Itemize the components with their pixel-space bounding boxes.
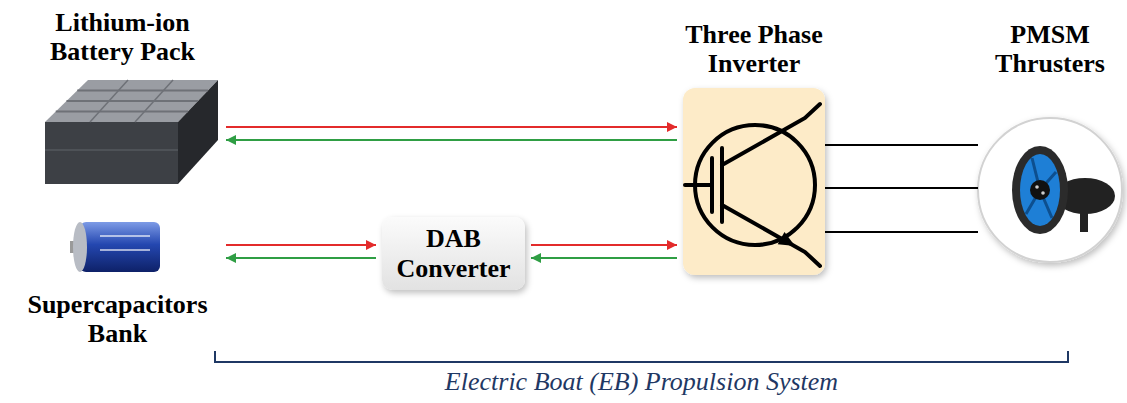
battery-node: Lithium-ion Battery Pack [25, 6, 220, 190]
capacitor-body [80, 222, 160, 272]
thruster-hub-bolt [1041, 191, 1045, 195]
battery-cell-row [77, 90, 208, 92]
igbt-symbol [685, 104, 820, 266]
igbt-collector [722, 104, 820, 165]
thruster-blades [1020, 154, 1060, 226]
phase-wire [825, 231, 978, 233]
inverter-box [683, 88, 825, 275]
supercapacitor-node: Supercapacitors Bank [15, 210, 220, 352]
converter-box: DAB Converter [382, 217, 525, 290]
battery-side [178, 80, 218, 184]
phase-wire [825, 144, 978, 146]
thruster-fin [1080, 206, 1088, 232]
igbt-emitter [722, 205, 820, 266]
node-heading: Three Phase Inverter [659, 20, 849, 78]
igbt-gate [710, 158, 714, 212]
power-flow-arrow [531, 244, 677, 246]
thruster-circle [978, 118, 1122, 262]
power-flow-arrow [226, 244, 376, 246]
thruster-hub [1030, 180, 1050, 200]
phase-wire [825, 187, 978, 189]
node-heading: Lithium-ion Battery Pack [25, 8, 220, 66]
thruster-blade-edges [1026, 158, 1056, 218]
node-heading: Supercapacitors Bank [18, 290, 218, 348]
igbt-gate-lead [685, 183, 712, 187]
igbt-circle [695, 125, 815, 245]
battery-pack-picture [45, 80, 218, 184]
igbt-channel [720, 148, 724, 222]
thruster-picture [978, 118, 1122, 262]
supercapacitor-picture [70, 222, 160, 272]
battery-cell-divider [135, 80, 173, 122]
box-label: DAB Converter [396, 224, 510, 282]
battery-cell-divider [90, 80, 128, 122]
thruster-node: PMSM Thrusters [978, 14, 1122, 264]
power-flow-arrow [531, 257, 677, 259]
battery-seam [45, 149, 178, 151]
battery-cell-row [56, 111, 188, 113]
battery-cell-row [67, 100, 199, 102]
system-bracket [215, 351, 1068, 362]
capacitor-cap [73, 222, 87, 272]
inverter-node: Three Phase Inverter [683, 14, 825, 275]
igbt-emitter-arrow [778, 232, 795, 246]
power-flow-arrow [226, 126, 677, 128]
caption: Electric Boat (EB) Propulsion System [215, 368, 1068, 397]
capacitor-stripe [100, 249, 150, 251]
node-heading: PMSM Thrusters [975, 20, 1125, 78]
thruster-hub-bolt [1035, 185, 1039, 189]
battery-front [45, 122, 178, 184]
power-flow-arrow [226, 139, 677, 141]
capacitor-stripe [100, 235, 150, 237]
power-flow-arrow [226, 257, 376, 259]
thruster-duct [1012, 146, 1068, 234]
